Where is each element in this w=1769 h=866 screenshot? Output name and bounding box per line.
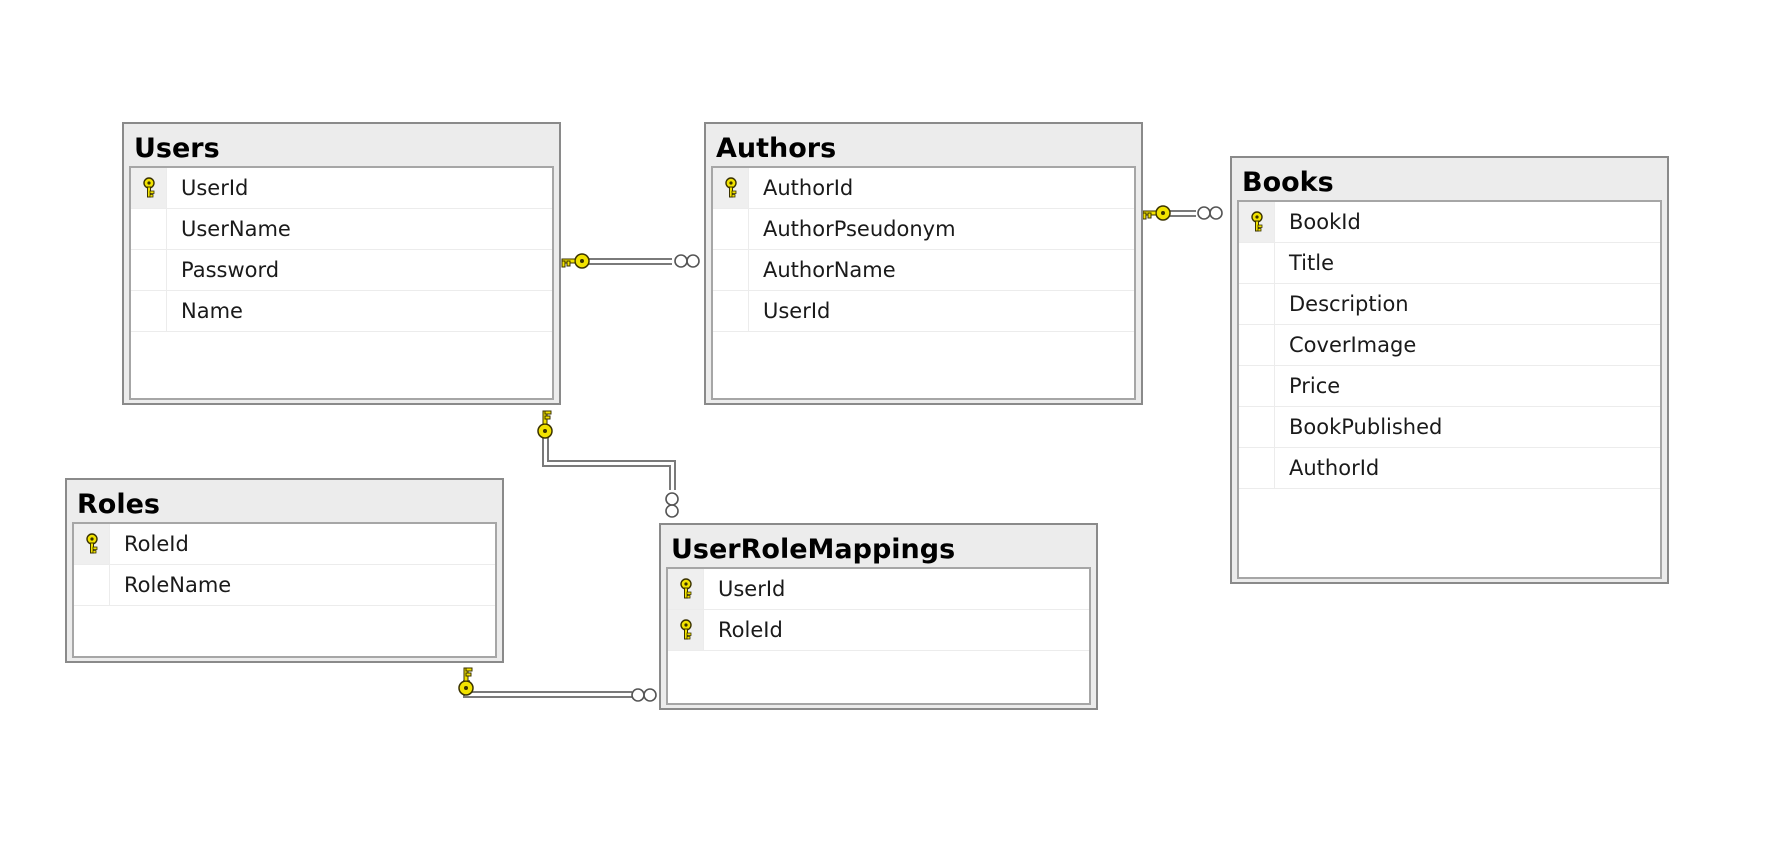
column-name: Name xyxy=(181,299,243,323)
column-list: BookId Title Description CoverImage Pric… xyxy=(1237,200,1662,579)
infinity-icon xyxy=(674,254,700,268)
infinity-icon xyxy=(1197,206,1223,220)
column-row[interactable]: AuthorName xyxy=(713,250,1134,291)
column-name: AuthorId xyxy=(1289,456,1380,480)
column-name: RoleId xyxy=(124,532,189,556)
primary-key-cell xyxy=(713,168,749,208)
column-row[interactable]: AuthorPseudonym xyxy=(713,209,1134,250)
key-cell xyxy=(713,209,749,249)
key-icon xyxy=(1251,211,1263,232)
column-list: AuthorId AuthorPseudonym AuthorName User… xyxy=(711,166,1136,400)
infinity-icon xyxy=(665,492,679,518)
key-cell xyxy=(1239,284,1275,324)
key-icon xyxy=(458,667,474,696)
key-icon xyxy=(1142,205,1171,221)
key-cell xyxy=(1239,366,1275,406)
column-name: UserId xyxy=(181,176,249,200)
column-name: Description xyxy=(1289,292,1409,316)
key-icon xyxy=(680,619,692,640)
key-icon xyxy=(143,177,155,198)
key-cell xyxy=(74,565,110,605)
table-title: UserRoleMappings xyxy=(671,534,956,565)
column-row[interactable]: RoleName xyxy=(74,565,495,606)
table-title: Books xyxy=(1242,167,1334,198)
column-name: AuthorPseudonym xyxy=(763,217,956,241)
column-name: Title xyxy=(1289,251,1335,275)
key-cell xyxy=(1239,325,1275,365)
column-name: Password xyxy=(181,258,280,282)
column-name: AuthorName xyxy=(763,258,896,282)
primary-key-cell xyxy=(668,610,704,650)
column-row[interactable]: AuthorId xyxy=(713,168,1134,209)
table-authors[interactable]: Authors AuthorId AuthorPseudonym xyxy=(704,122,1143,405)
key-cell xyxy=(713,250,749,290)
key-icon xyxy=(680,578,692,599)
key-cell xyxy=(1239,243,1275,283)
column-row[interactable]: RoleId xyxy=(74,524,495,565)
key-icon xyxy=(561,253,590,269)
table-books[interactable]: Books BookId Title xyxy=(1230,156,1669,584)
column-list: UserId UserName Password Name xyxy=(129,166,554,400)
key-cell xyxy=(131,250,167,290)
table-title: Authors xyxy=(716,133,837,164)
key-icon xyxy=(725,177,737,198)
table-userrolemappings[interactable]: UserRoleMappings UserId xyxy=(659,523,1098,710)
column-name: Price xyxy=(1289,374,1341,398)
column-name: RoleName xyxy=(124,573,232,597)
primary-key-cell xyxy=(131,168,167,208)
column-row[interactable]: UserName xyxy=(131,209,552,250)
key-icon xyxy=(537,410,553,439)
column-row[interactable]: UserId xyxy=(131,168,552,209)
key-cell xyxy=(131,291,167,331)
column-name: UserId xyxy=(718,577,786,601)
column-row[interactable]: CoverImage xyxy=(1239,325,1660,366)
primary-key-cell xyxy=(668,569,704,609)
column-row[interactable]: UserId xyxy=(668,569,1089,610)
column-row[interactable]: BookId xyxy=(1239,202,1660,243)
column-row[interactable]: Title xyxy=(1239,243,1660,284)
key-icon xyxy=(86,533,98,554)
column-name: RoleId xyxy=(718,618,783,642)
key-cell xyxy=(131,209,167,249)
column-row[interactable]: AuthorId xyxy=(1239,448,1660,489)
table-users[interactable]: Users UserId UserName xyxy=(122,122,561,405)
column-row[interactable]: Price xyxy=(1239,366,1660,407)
rel-users-authors xyxy=(561,253,700,269)
column-row[interactable]: UserId xyxy=(713,291,1134,332)
column-list: RoleId RoleName xyxy=(72,522,497,658)
column-name: UserName xyxy=(181,217,291,241)
table-title: Roles xyxy=(77,489,160,520)
column-name: BookPublished xyxy=(1289,415,1443,439)
column-name: UserId xyxy=(763,299,831,323)
key-cell xyxy=(1239,407,1275,447)
rel-users-userrolemappings xyxy=(537,410,679,518)
infinity-icon xyxy=(631,688,657,702)
table-title: Users xyxy=(134,133,220,164)
table-roles[interactable]: Roles RoleId RoleName xyxy=(65,478,504,663)
column-row[interactable]: Password xyxy=(131,250,552,291)
primary-key-cell xyxy=(74,524,110,564)
column-row[interactable]: Name xyxy=(131,291,552,332)
column-row[interactable]: BookPublished xyxy=(1239,407,1660,448)
primary-key-cell xyxy=(1239,202,1275,242)
column-row[interactable]: RoleId xyxy=(668,610,1089,651)
key-cell xyxy=(713,291,749,331)
column-name: CoverImage xyxy=(1289,333,1417,357)
column-list: UserId RoleId xyxy=(666,567,1091,705)
rel-authors-books xyxy=(1142,205,1223,221)
column-row[interactable]: Description xyxy=(1239,284,1660,325)
rel-roles-userrolemappings xyxy=(458,667,657,702)
key-cell xyxy=(1239,448,1275,488)
column-name: BookId xyxy=(1289,210,1361,234)
column-name: AuthorId xyxy=(763,176,854,200)
